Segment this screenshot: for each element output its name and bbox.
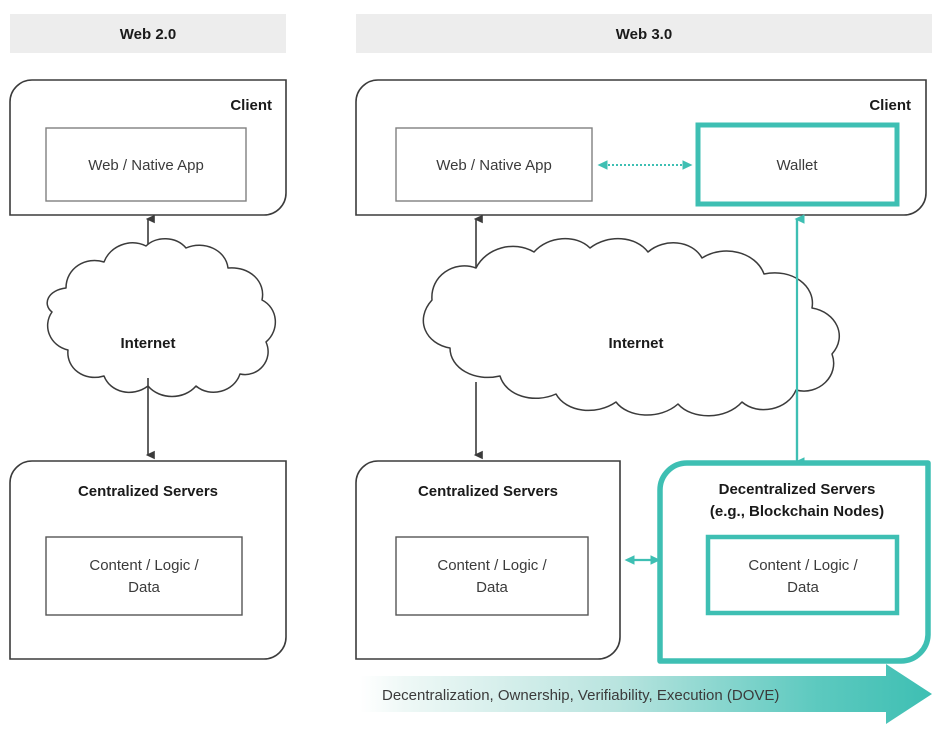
web2-centralized-servers-box: Centralized Servers Content / Logic / Da…: [9, 460, 287, 660]
web3-decentralized-title-line1: Decentralized Servers: [719, 481, 876, 498]
web3-cloud-shape: [422, 237, 841, 417]
web2-internet-cloud: Internet: [46, 238, 276, 398]
web3-header-background: [356, 14, 932, 53]
web3-centralized-inner-line1: Content / Logic /: [437, 557, 547, 574]
web2-cloud-label: Internet: [120, 335, 175, 352]
web3-client-app-box: [395, 127, 593, 202]
dove-banner-arrow-shape: [360, 664, 932, 724]
web3-wallet-box: [695, 122, 900, 207]
web3-decentralized-servers-box: Decentralized Servers (e.g., Blockchain …: [657, 460, 931, 664]
web3-client-app-label: Web / Native App: [436, 157, 552, 174]
web3-internet-cloud: Internet: [422, 237, 841, 417]
dove-banner-label: Decentralization, Ownership, Verifiabili…: [382, 687, 779, 704]
web2-servers-inner-line1: Content / Logic /: [89, 557, 199, 574]
web3-centralized-inner-line2: Data: [476, 579, 508, 596]
web3-decentralized-inner-line2: Data: [787, 579, 819, 596]
web2-servers-inner-line2: Data: [128, 579, 160, 596]
web3-decentralized-title-line2: (e.g., Blockchain Nodes): [710, 503, 884, 520]
web3-centralized-servers-box: Centralized Servers Content / Logic / Da…: [355, 460, 621, 660]
web2-servers-inner-box: [45, 536, 243, 616]
web2-cloud-shape: [46, 238, 276, 398]
web2-header: Web 2.0: [10, 14, 286, 53]
web3-client-box: Client Web / Native App Wallet: [355, 79, 927, 216]
dove-banner: Decentralization, Ownership, Verifiabili…: [360, 664, 932, 724]
web2-client-title: Client: [230, 97, 272, 114]
web3-header: Web 3.0: [356, 14, 932, 53]
web3-wallet-label: Wallet: [776, 157, 818, 174]
web3-header-label: Web 3.0: [616, 26, 672, 43]
web2-servers-title: Centralized Servers: [78, 483, 218, 500]
web2-client-inner-label: Web / Native App: [88, 157, 204, 174]
web3-centralized-title: Centralized Servers: [418, 483, 558, 500]
web2-client-box: Client Web / Native App: [9, 79, 287, 216]
web3-client-title: Client: [869, 97, 911, 114]
web3-centralized-inner-box: [395, 536, 589, 616]
web2-header-label: Web 2.0: [120, 26, 176, 43]
web3-cloud-label: Internet: [608, 335, 663, 352]
web2-header-background: [10, 14, 286, 53]
web3-decentralized-inner-box: [705, 534, 900, 616]
web2-client-inner-box: [45, 127, 247, 202]
web3-decentralized-inner-line1: Content / Logic /: [748, 557, 858, 574]
